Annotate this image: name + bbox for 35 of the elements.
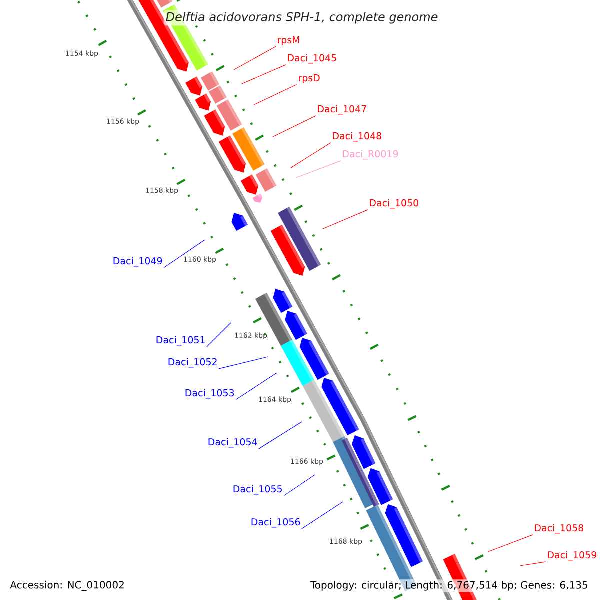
leader-line [254,84,298,106]
gene-label: rpsD [299,74,320,84]
leader-line [290,142,332,168]
gene-label: Daci_1049 [114,257,162,267]
leader-line [206,322,232,348]
gene-label: Daci_1047 [318,105,366,115]
leader-line [322,210,368,230]
leader-line [272,116,316,138]
leader-line [520,562,546,566]
leader-line [258,422,302,450]
leader-line [236,372,278,400]
leader-line [296,160,342,178]
leader-line [488,534,534,552]
leader-line [234,46,276,70]
gene-label: Daci_R0019 [343,150,398,160]
gene-label: Daci_1058 [535,524,584,534]
gene-label: Daci_1052 [168,358,217,368]
leader-line [302,502,344,530]
gene-label: Daci_1055 [234,485,282,495]
leader-line [242,64,286,84]
gene-label: Daci_1056 [252,518,300,528]
gene-label: Daci_1053 [186,389,234,399]
accession-text: Accession: NC_010002 [10,581,124,591]
gene-label: Daci_1054 [208,438,258,448]
gene-label: rpsM [278,36,300,46]
summary-text: Topology: circular; Length: 6,767,514 bp; Genes: 6,135 [308,580,590,592]
leader-line [218,356,268,370]
gene-label: Daci_1059 [548,551,596,561]
gene-label: Daci_1051 [156,336,205,346]
gene-label: Daci_1050 [370,199,418,209]
leader-line [284,474,316,496]
gene-label: Daci_1045 [288,54,336,64]
leader-line [164,240,206,268]
title: Delftia acidovorans SPH-1, complete genome [164,10,440,26]
gene-label: Daci_1048 [333,132,382,142]
